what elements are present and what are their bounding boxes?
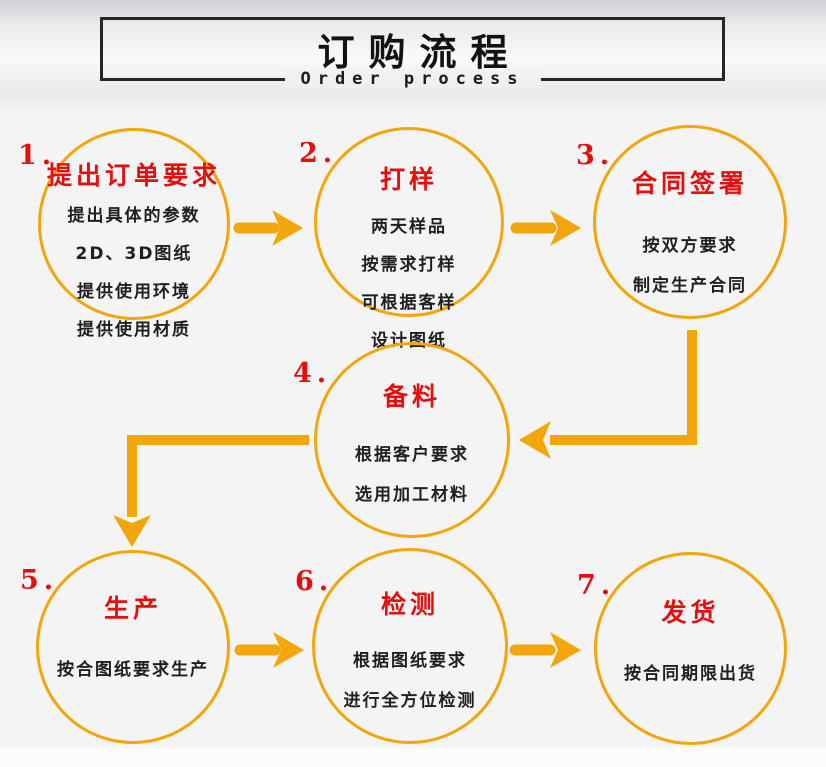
step5-title: 生产 bbox=[103, 594, 162, 623]
step1-circle: 提出订单要求 提出具体的参数 2D、3D图纸 提供使用环境 提供使用材质 bbox=[38, 128, 230, 340]
step2-number: 2. bbox=[299, 138, 338, 169]
step6-details: 根据图纸要求 进行全方位检测 bbox=[344, 641, 477, 721]
step2-detail-line: 两天样品 bbox=[371, 217, 447, 237]
step5-circle: 生产 按合图纸要求生产 bbox=[36, 550, 230, 744]
step6-detail-line: 进行全方位检测 bbox=[343, 691, 477, 711]
step7-title: 发货 bbox=[661, 598, 720, 627]
arrow-right-icon-step6-step7 bbox=[509, 632, 581, 668]
arrow-right-icon-step5-step6 bbox=[234, 632, 304, 668]
arrow-elbow-icon-step3-step4 bbox=[519, 330, 697, 459]
step1-detail-line: 2D、3D图纸 bbox=[75, 244, 193, 264]
step2-title: 打样 bbox=[379, 165, 438, 194]
bottom-strip bbox=[0, 747, 826, 767]
step6-detail-line: 根据图纸要求 bbox=[353, 651, 467, 671]
step4-detail-line: 选用加工材料 bbox=[355, 485, 469, 505]
step5-details: 按合图纸要求生产 bbox=[57, 651, 209, 689]
step3-title: 合同签署 bbox=[631, 169, 748, 198]
step3-detail-line: 按双方要求 bbox=[642, 236, 738, 256]
step6-number: 6. bbox=[295, 566, 334, 597]
step3-details: 按双方要求 制定生产合同 bbox=[633, 226, 747, 306]
step6-title: 检测 bbox=[380, 590, 439, 619]
step5-number: 5. bbox=[20, 565, 59, 596]
arrow-right-icon-step1-step2 bbox=[233, 210, 303, 246]
step1-detail-line: 提供使用材质 bbox=[77, 320, 191, 340]
step4-circle: 备料 根据客户要求 选用加工材料 bbox=[314, 342, 510, 538]
step7-detail-line: 按合同期限出货 bbox=[624, 664, 757, 684]
step7-details: 按合同期限出货 bbox=[624, 655, 757, 693]
step1-detail-line: 提出具体的参数 bbox=[67, 206, 201, 226]
step4-details: 根据客户要求 选用加工材料 bbox=[355, 435, 469, 515]
step7-circle: 发货 按合同期限出货 bbox=[594, 552, 787, 745]
step1-details: 提出具体的参数 2D、3D图纸 提供使用环境 提供使用材质 bbox=[68, 197, 201, 349]
arrow-elbow-icon-step4-step5 bbox=[113, 435, 309, 547]
step4-number: 4. bbox=[293, 358, 332, 389]
step2-detail-line: 按需求打样 bbox=[361, 255, 457, 275]
page-subtitle: Order process bbox=[284, 69, 541, 90]
step3-number: 3. bbox=[576, 140, 615, 171]
page-title: 订购流程 bbox=[317, 30, 522, 74]
step4-title: 备料 bbox=[382, 382, 441, 411]
step5-detail-line: 按合图纸要求生产 bbox=[57, 660, 209, 680]
step6-circle: 检测 根据图纸要求 进行全方位检测 bbox=[312, 548, 508, 744]
step3-detail-line: 制定生产合同 bbox=[633, 276, 747, 296]
step4-detail-line: 根据客户要求 bbox=[355, 445, 469, 465]
title-box: 订购流程 Order process bbox=[100, 17, 725, 90]
step3-circle: 合同签署 按双方要求 制定生产合同 bbox=[593, 125, 787, 319]
step1-detail-line: 提供使用环境 bbox=[77, 282, 191, 302]
step1-title: 提出订单要求 bbox=[46, 161, 221, 190]
step1-number: 1. bbox=[18, 140, 57, 171]
step2-detail-line: 可根据客样 bbox=[361, 293, 457, 313]
step7-number: 7. bbox=[577, 570, 616, 601]
arrow-right-icon-step2-step3 bbox=[510, 210, 581, 246]
step2-details: 两天样品 按需求打样 可根据客样 设计图纸 bbox=[362, 208, 457, 360]
step2-circle: 打样 两天样品 按需求打样 可根据客样 设计图纸 bbox=[314, 127, 504, 351]
